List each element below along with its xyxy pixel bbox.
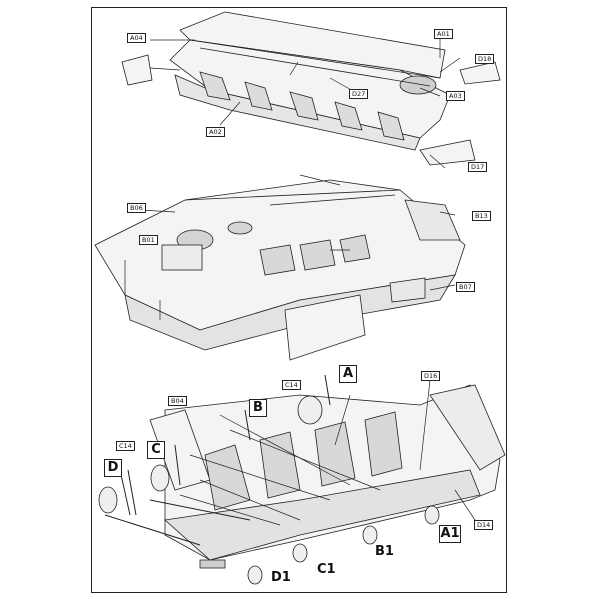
step-c1-callout: C1 xyxy=(317,562,336,577)
sheet-border xyxy=(91,7,507,593)
part-label-b04: B04 xyxy=(168,396,187,406)
part-label-a01: A01 xyxy=(434,29,453,39)
hull-top-diagram xyxy=(94,174,466,361)
part-label-b01: B01 xyxy=(139,235,158,245)
hull-side-diagram xyxy=(98,374,506,585)
step-b1-callout: B1 xyxy=(375,544,394,559)
step-a-callout: A xyxy=(339,365,357,383)
part-label-d14: D14 xyxy=(474,520,494,530)
part-label-b13: B13 xyxy=(472,211,491,221)
part-label-b06: B06 xyxy=(127,203,146,213)
part-label-d16: D16 xyxy=(421,371,441,381)
part-label-c14-top: C14 xyxy=(282,380,301,390)
part-label-d18: D18 xyxy=(475,54,495,64)
part-label-b07: B07 xyxy=(456,282,475,292)
step-d1-callout: D1 xyxy=(271,570,291,585)
upper-hull-diagram xyxy=(121,11,501,169)
part-label-a02: A02 xyxy=(206,127,225,137)
part-label-a04: A04 xyxy=(127,33,146,43)
step-a1-callout: A1 xyxy=(439,525,461,543)
step-c-callout: C xyxy=(147,441,165,459)
part-label-a03: A03 xyxy=(446,91,465,101)
step-d-callout: D xyxy=(104,459,122,477)
step-b-callout: B xyxy=(249,399,267,417)
part-label-d27: D27 xyxy=(349,89,369,99)
part-label-c14-left: C14 xyxy=(116,441,135,451)
part-label-d17: D17 xyxy=(468,162,488,172)
